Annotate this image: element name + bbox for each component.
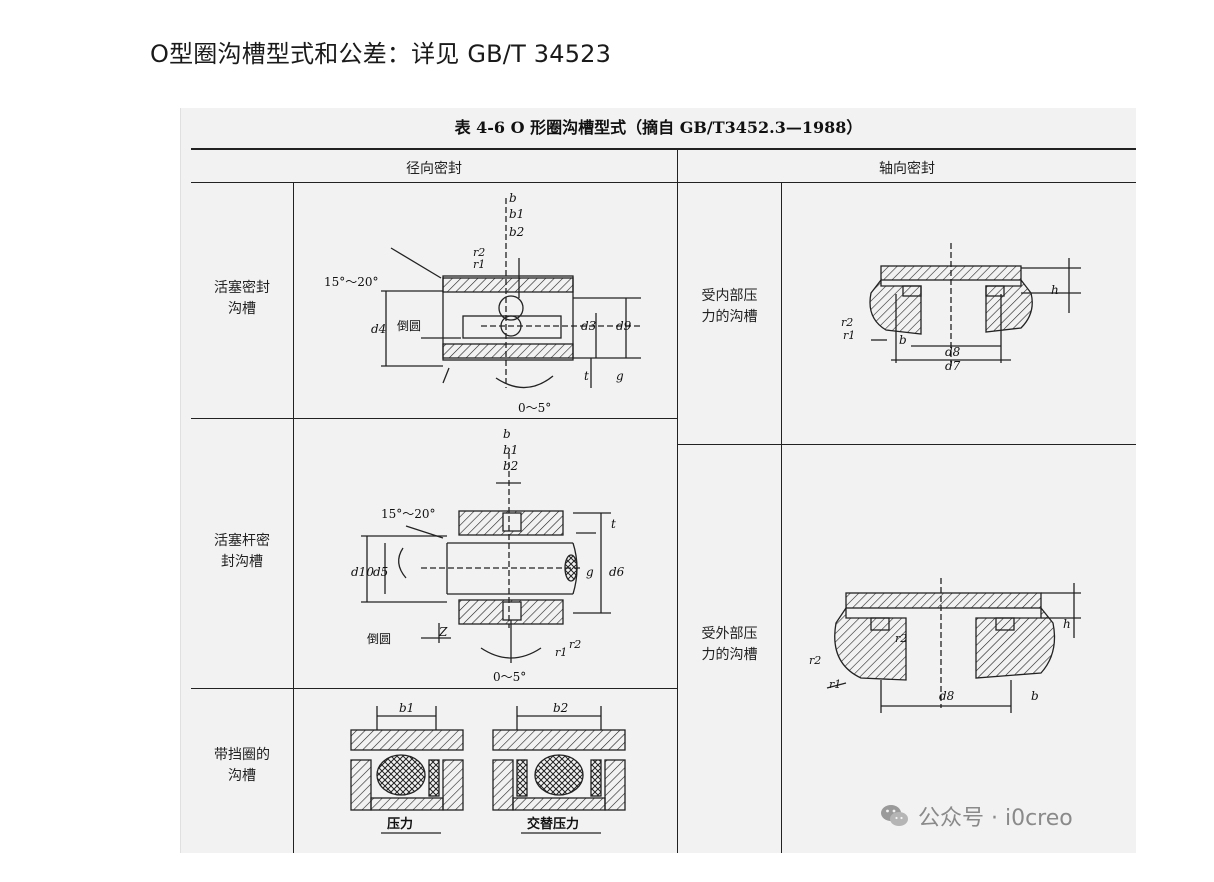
piston-angle-label: 15°～20° (324, 275, 379, 289)
piston-tilt-label: 0～5° (518, 401, 551, 415)
piston-g-label: g (616, 369, 624, 383)
wechat-icon (880, 803, 910, 829)
piston-chamfer-label: 倒圆 (397, 319, 421, 333)
piston-d9-label: d9 (616, 319, 632, 333)
backup-alternating-caption: 交替压力 (527, 816, 579, 832)
axial-external-drawing (826, 578, 1081, 713)
piston-b2-label: b2 (509, 225, 524, 239)
axial-int-h-label: h (1051, 283, 1059, 297)
grid-line (677, 148, 678, 853)
header-axial: 轴向密封 (879, 161, 935, 177)
piston-t-label: t (584, 369, 589, 383)
piston-r1-label: r1 (473, 258, 485, 271)
axial-int-b-label: b (899, 333, 907, 347)
page-heading: O型圈沟槽型式和公差：详见 GB/T 34523 (150, 40, 612, 68)
piston-b-label: b (509, 191, 517, 205)
rod-r2-label: r2 (569, 638, 581, 651)
axial-ext-r2-label: r2 (809, 654, 821, 667)
grid-line (781, 445, 782, 853)
axial-ext-h-label: h (1063, 617, 1071, 631)
rod-d10-label: d10 (351, 565, 374, 579)
grid-line (191, 688, 677, 689)
grid-line (293, 182, 294, 853)
backup-groove-drawing (350, 706, 626, 834)
rod-g-label: g (586, 565, 594, 579)
scanned-table-image: 表 4-6 O 形圈沟槽型式（摘自 GB/T3452.3—1988） 径向密封 … (180, 108, 1136, 853)
row-label-backup: 带挡圈的沟槽 (214, 747, 270, 784)
axial-ext-r2b-label: r2 (895, 632, 907, 645)
rod-z-label: Z (438, 625, 448, 639)
axial-ext-d8-label: d8 (939, 689, 955, 703)
piston-d3-label: d3 (581, 319, 597, 333)
row-label-piston: 活塞密封沟槽 (214, 280, 270, 317)
rod-r1-label: r1 (555, 646, 567, 659)
rod-chamfer-label: 倒圆 (367, 632, 391, 646)
rod-d5-label: d5 (373, 565, 388, 579)
axial-int-r1-label: r1 (843, 329, 855, 342)
axial-ext-b-label: b (1031, 689, 1039, 703)
row-label-external-pressure: 受外部压力的沟槽 (701, 626, 758, 663)
watermark-text: 公众号 · i0creo (918, 806, 1073, 831)
grid-line (191, 418, 677, 419)
piston-d4-label: d4 (371, 322, 386, 336)
row-label-internal-pressure: 受内部压力的沟槽 (701, 288, 758, 325)
rod-d6-label: d6 (609, 565, 625, 579)
axial-int-d8-label: d8 (945, 345, 961, 359)
grid-line (781, 182, 782, 444)
rod-b-label: b (503, 427, 511, 441)
piston-groove-drawing (381, 198, 641, 389)
header-radial: 径向密封 (406, 161, 462, 177)
piston-r2-label: r2 (473, 246, 485, 259)
watermark: 公众号 · i0creo (880, 800, 1073, 832)
backup-b1-label: b1 (399, 701, 414, 715)
rod-b2-label: b2 (503, 459, 518, 473)
axial-ext-r1-label: r1 (829, 678, 841, 691)
backup-pressure-caption: 压力 (387, 816, 413, 832)
rod-b1-label: b1 (503, 443, 518, 457)
grid-line (191, 182, 1136, 183)
axial-int-r2-label: r2 (841, 316, 853, 329)
piston-b1-label: b1 (509, 207, 524, 221)
rod-t-label: t (611, 517, 616, 531)
axial-internal-drawing (869, 243, 1081, 368)
axial-int-d7-label: d7 (945, 359, 961, 373)
grid-line (677, 444, 1136, 445)
grid-line (191, 148, 1136, 150)
row-label-rod: 活塞杆密封沟槽 (214, 533, 270, 570)
rod-tilt-label: 0～5° (493, 670, 526, 684)
technical-drawings: 15°～20° b b1 b2 r2 r1 d4 倒圆 d3 d9 t g 0～… (324, 191, 1081, 834)
rod-groove-drawing (361, 453, 611, 663)
table-title: 表 4-6 O 形圈沟槽型式（摘自 GB/T3452.3—1988） (454, 118, 863, 137)
rod-angle-label: 15°～20° (381, 507, 436, 521)
backup-b2-label: b2 (553, 701, 568, 715)
